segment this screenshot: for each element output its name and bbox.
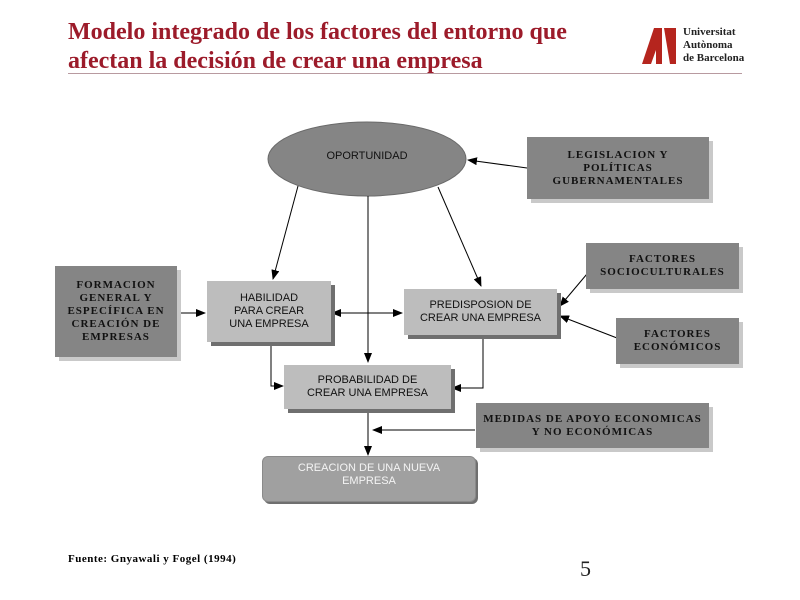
logo-line-3: de Barcelona (683, 52, 745, 64)
arrow-oportunidad-habilidad (271, 185, 299, 280)
arrow-oportunidad-predisposion (437, 186, 482, 287)
university-name: Universitat Autònoma de Barcelona (683, 26, 744, 65)
medidas-box: MEDIDAS DE APOYO ECONOMICAS Y NO ECONÓMI… (476, 403, 709, 448)
arrow-habilidad-probabilidad (270, 342, 284, 390)
factores-socioculturales-box: FACTORES SOCIOCULTURALES (586, 243, 739, 289)
arrow-predisposion-probabilidad (451, 336, 484, 392)
legislacion-box: LEGISLACION Y POLÍTICAS GUBERNAMENTALES (527, 137, 709, 199)
uab-logo-icon (642, 28, 676, 64)
oportunidad-oval (267, 121, 467, 197)
factores-economicos-box: FACTORES ECONÓMICOS (616, 318, 739, 364)
habilidad-box: HABILIDAD PARA CREAR UNA EMPRESA (207, 281, 331, 342)
creacion-box: CREACION DE UNA NUEVA EMPRESA (262, 456, 476, 502)
oportunidad-label: OPORTUNIDAD (326, 150, 408, 162)
source-citation: Fuente: Gnyawali y Fogel (1994) (68, 553, 237, 565)
page-number: 5 (580, 556, 591, 581)
logo-line-2: Autònoma (683, 39, 733, 51)
predisposion-box: PREDISPOSION DE CREAR UNA EMPRESA (404, 289, 557, 335)
arrow-legislacion-oportunidad (467, 157, 528, 169)
probabilidad-box: PROBABILIDAD DE CREAR UNA EMPRESA (284, 365, 451, 409)
logo-line-1: Universitat (683, 26, 736, 38)
title-divider (68, 73, 742, 74)
formacion-box: FORMACION GENERAL Y ESPECÍFICA EN CREACI… (55, 266, 177, 357)
arrow-econ-predisposion (559, 315, 618, 339)
slide-title: Modelo integrado de los factores del ent… (68, 19, 567, 74)
